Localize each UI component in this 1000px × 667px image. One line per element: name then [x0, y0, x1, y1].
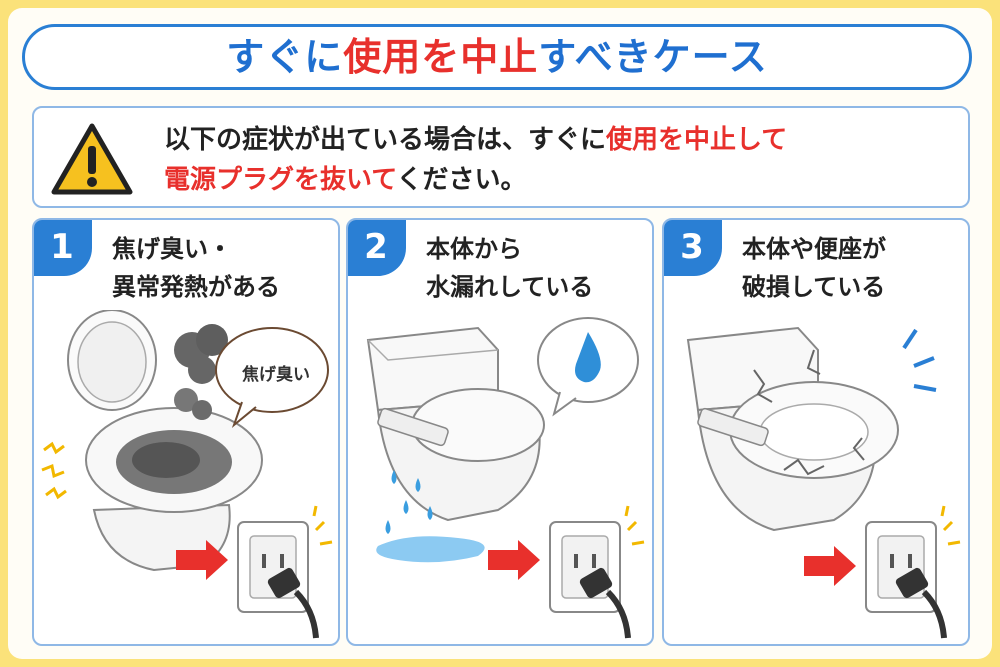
- warning-line1-normal: 以下の症状が出ている場合は、すぐに: [164, 125, 607, 155]
- case-title-line2: 破損している: [742, 273, 886, 301]
- power-plug-icon: [895, 567, 947, 639]
- case-card-3: 3 本体や便座が 破損している: [662, 218, 970, 646]
- power-outlet-icon: [237, 521, 309, 613]
- yellow-spark-icon: [312, 505, 333, 546]
- page-title: すぐに使用を中止すべきケース: [22, 24, 972, 90]
- alert-lines-icon: [902, 328, 937, 392]
- yellow-spark-icon: [940, 505, 961, 546]
- case-card-2: 2 本体から 水漏れしている: [346, 218, 654, 646]
- warning-line2-normal: ください。: [396, 165, 527, 195]
- yellow-spark-icon: [624, 505, 645, 546]
- warning-line1-red: 使用を中止して: [606, 125, 788, 155]
- crack-icon: [753, 349, 865, 476]
- leaking-toilet-illustration: [366, 317, 645, 639]
- arrow-right-icon: [176, 540, 228, 580]
- water-drop-icon: [575, 332, 601, 383]
- title-part3: すべきケース: [538, 35, 768, 79]
- case-number-badge: 1: [34, 220, 92, 276]
- water-drip-icon: [385, 470, 433, 534]
- power-plug-icon: [579, 567, 631, 639]
- power-outlet-icon: [549, 521, 621, 613]
- water-puddle-icon: [376, 536, 485, 563]
- burning-toilet-illustration: [41, 310, 333, 639]
- case-title-line1: 本体や便座が: [742, 235, 886, 263]
- warning-box: 以下の症状が出ている場合は、すぐに使用を中止して 電源プラグを抜いてください。: [32, 106, 970, 208]
- case-title-line2: 異常発熱がある: [112, 273, 280, 301]
- warning-line2-red: 電源プラグを抜いて: [164, 165, 397, 195]
- case-title: 本体や便座が 破損している: [742, 230, 962, 306]
- power-plug-icon: [267, 567, 319, 639]
- arrow-right-icon: [804, 546, 856, 586]
- title-part1: すぐに: [226, 35, 344, 79]
- case-card-1: 1 焦げ臭い・ 異常発熱がある: [32, 218, 340, 646]
- case-title-line1: 焦げ臭い・: [112, 235, 232, 263]
- case-title-line2: 水漏れしている: [426, 273, 594, 301]
- smoke-icon: [174, 324, 228, 420]
- case-title: 焦げ臭い・ 異常発熱がある: [112, 230, 332, 306]
- case-number-badge: 3: [664, 220, 722, 276]
- warning-triangle-icon: [51, 123, 133, 195]
- case-title: 本体から 水漏れしている: [426, 230, 646, 306]
- power-outlet-icon: [865, 521, 937, 613]
- title-part2: 使用を中止: [343, 35, 539, 79]
- case-title-line1: 本体から: [426, 235, 522, 263]
- case-number-badge: 2: [348, 220, 406, 276]
- heat-spark-icon: [41, 441, 67, 500]
- arrow-right-icon: [488, 540, 540, 580]
- broken-toilet-illustration: [686, 326, 961, 639]
- bubble-text: 焦げ臭い: [242, 365, 310, 385]
- warning-text: 以下の症状が出ている場合は、すぐに使用を中止して 電源プラグを抜いてください。: [164, 120, 954, 200]
- speech-bubble-icon: [215, 327, 329, 429]
